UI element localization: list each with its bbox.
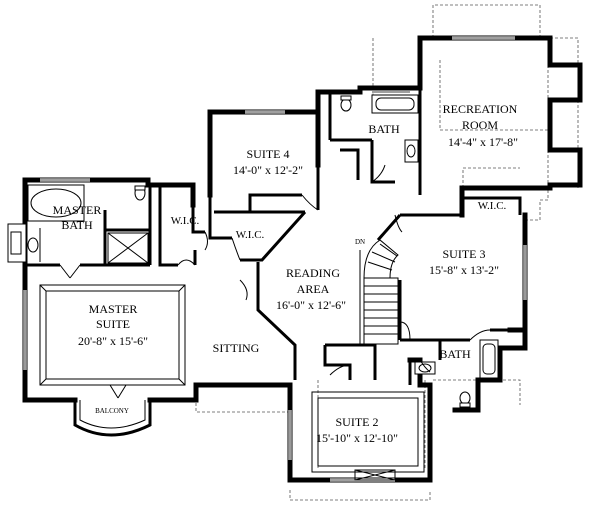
- suite-4-label: SUITE 4: [247, 147, 290, 161]
- wic-left-label: W.I.C.: [171, 215, 200, 227]
- suite-4-dims: 14'-0" x 12'-2": [233, 163, 303, 177]
- balcony-label: BALCONY: [95, 407, 129, 415]
- stair-label: DN: [355, 238, 365, 246]
- fixtures: [27, 94, 499, 481]
- master-bath-label-line1: MASTER: [53, 203, 102, 217]
- suite-3-label: SUITE 3: [443, 247, 486, 261]
- suite-2-label: SUITE 2: [336, 415, 379, 429]
- recreation-label-line1: RECREATION: [443, 102, 518, 116]
- fireplace: [7, 223, 27, 263]
- sitting-label: SITTING: [213, 341, 260, 355]
- interior-walls: [25, 88, 525, 385]
- roof-overhang-outlines: [195, 4, 579, 501]
- balcony: [73, 400, 152, 437]
- master-suite-label-line1: MASTER: [89, 302, 138, 316]
- bath-top-label: BATH: [368, 122, 400, 136]
- suite-2-dims: 15'-10" x 12'-10": [316, 431, 398, 445]
- staircase: [359, 239, 399, 345]
- master-suite-label-line2: SUITE: [96, 317, 130, 331]
- door-swings: [59, 164, 491, 399]
- recreation-label-line2: ROOM: [462, 118, 498, 132]
- windows: [23, 36, 527, 482]
- suite-3-dims: 15'-8" x 13'-2": [429, 263, 499, 277]
- room-labels: MASTER BATH W.I.C. W.I.C. MASTER SUITE 2…: [53, 102, 518, 445]
- bath-right-label: BATH: [439, 347, 471, 361]
- reading-label-line1: READING: [286, 266, 340, 280]
- reading-dims: 16'-0" x 12'-6": [276, 298, 346, 312]
- reading-label-line2: AREA: [297, 282, 330, 296]
- master-suite-tray-ceiling: [39, 284, 186, 386]
- suite-2-tray-ceiling: [311, 391, 425, 473]
- master-bath-label-line2: BATH: [61, 218, 93, 232]
- master-suite-dims: 20'-8" x 15'-6": [78, 334, 148, 348]
- wic-mid-label: W.I.C.: [236, 229, 265, 241]
- recreation-dims: 14'-4" x 17'-8": [448, 135, 518, 149]
- wic-right-label: W.I.C.: [478, 200, 507, 212]
